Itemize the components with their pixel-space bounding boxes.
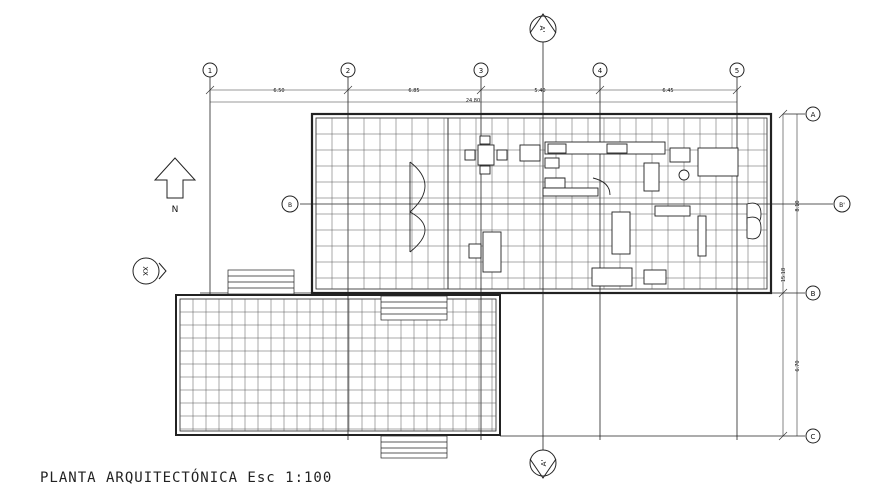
dim-label-3: 5.40 (534, 88, 545, 94)
dim-label-4: 6.45 (662, 88, 673, 94)
dim-right-3: 6.70 (795, 360, 801, 371)
dimension-lines (205, 85, 798, 441)
axis-label-C: C (811, 433, 816, 441)
axis-label-4: 4 (598, 67, 603, 75)
section-mark-right: B' (839, 202, 845, 209)
axis-markers (132, 13, 851, 479)
section-mark-left: B (288, 202, 292, 209)
floor-tile-grid (316, 118, 767, 289)
section-mark-side: XX (141, 266, 149, 276)
dim-label-2: 6.85 (408, 88, 419, 94)
north-arrow (153, 157, 197, 199)
axis-label-1: 1 (208, 67, 212, 75)
interior-walls-and-furniture (409, 118, 762, 289)
dim-label-1: 6.50 (273, 88, 284, 94)
north-label: N (172, 205, 179, 215)
section-mark-bottom: A' (540, 460, 548, 467)
dim-right-2: 15.18 (781, 268, 787, 282)
axis-label-B: B (811, 290, 816, 298)
stairs (227, 269, 448, 459)
axis-label-3: 3 (479, 67, 483, 75)
axis-label-A: A (811, 111, 816, 119)
dim-right-1: 8.10 (795, 200, 801, 211)
axis-label-5: 5 (735, 67, 739, 75)
section-mark-top: A' (538, 26, 546, 33)
terrace-tile-grid (180, 299, 496, 431)
dim-total-label: 24.80 (466, 98, 480, 104)
axis-label-2: 2 (346, 67, 350, 75)
drawing-title: PLANTA ARQUITECTÓNICA Esc 1:100 (40, 470, 333, 486)
